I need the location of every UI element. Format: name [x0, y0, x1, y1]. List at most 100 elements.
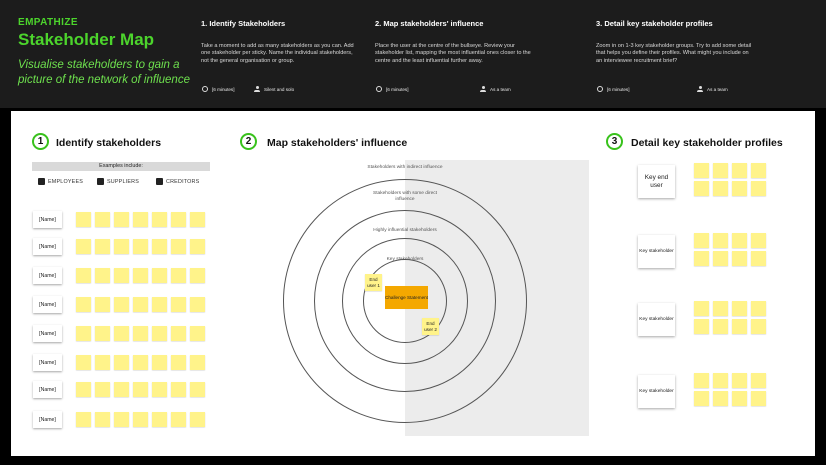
empty-sticky-note[interactable]: [713, 163, 728, 178]
stakeholder-name-card[interactable]: [Name]: [33, 325, 62, 342]
empty-sticky-note[interactable]: [751, 181, 766, 196]
empty-sticky-note[interactable]: [713, 319, 728, 334]
empty-sticky-note[interactable]: [95, 212, 110, 227]
empty-sticky-note[interactable]: [114, 239, 129, 254]
empty-sticky-note[interactable]: [190, 326, 205, 341]
empty-sticky-note[interactable]: [190, 412, 205, 427]
empty-sticky-note[interactable]: [152, 268, 167, 283]
profile-card[interactable]: Key stakeholder: [638, 375, 675, 408]
empty-sticky-note[interactable]: [732, 373, 747, 388]
empty-sticky-note[interactable]: [76, 382, 91, 397]
empty-sticky-note[interactable]: [152, 382, 167, 397]
stakeholder-name-card[interactable]: [Name]: [33, 267, 62, 284]
empty-sticky-note[interactable]: [152, 212, 167, 227]
empty-sticky-note[interactable]: [732, 233, 747, 248]
stakeholder-name-card[interactable]: [Name]: [33, 411, 62, 428]
empty-sticky-note[interactable]: [713, 233, 728, 248]
empty-sticky-note[interactable]: [713, 181, 728, 196]
empty-sticky-note[interactable]: [114, 297, 129, 312]
empty-sticky-note[interactable]: [114, 412, 129, 427]
empty-sticky-note[interactable]: [190, 382, 205, 397]
empty-sticky-note[interactable]: [133, 382, 148, 397]
empty-sticky-note[interactable]: [152, 326, 167, 341]
stakeholder-name-card[interactable]: [Name]: [33, 381, 62, 398]
empty-sticky-note[interactable]: [694, 163, 709, 178]
empty-sticky-note[interactable]: [95, 239, 110, 254]
empty-sticky-note[interactable]: [694, 181, 709, 196]
empty-sticky-note[interactable]: [95, 412, 110, 427]
empty-sticky-note[interactable]: [152, 297, 167, 312]
profile-card[interactable]: Key end user: [638, 165, 675, 198]
profile-card[interactable]: Key stakeholder: [638, 235, 675, 268]
empty-sticky-note[interactable]: [694, 373, 709, 388]
empty-sticky-note[interactable]: [751, 319, 766, 334]
empty-sticky-note[interactable]: [152, 412, 167, 427]
end-user-1-sticky[interactable]: End user 1: [365, 274, 382, 291]
empty-sticky-note[interactable]: [133, 268, 148, 283]
whiteboard[interactable]: 1 Identify stakeholders Examples include…: [11, 111, 815, 456]
empty-sticky-note[interactable]: [171, 412, 186, 427]
empty-sticky-note[interactable]: [713, 251, 728, 266]
empty-sticky-note[interactable]: [171, 382, 186, 397]
empty-sticky-note[interactable]: [133, 239, 148, 254]
empty-sticky-note[interactable]: [190, 268, 205, 283]
empty-sticky-note[interactable]: [171, 268, 186, 283]
empty-sticky-note[interactable]: [114, 355, 129, 370]
empty-sticky-note[interactable]: [190, 297, 205, 312]
empty-sticky-note[interactable]: [114, 326, 129, 341]
empty-sticky-note[interactable]: [76, 239, 91, 254]
empty-sticky-note[interactable]: [732, 301, 747, 316]
empty-sticky-note[interactable]: [694, 391, 709, 406]
empty-sticky-note[interactable]: [732, 163, 747, 178]
stakeholder-name-card[interactable]: [Name]: [33, 238, 62, 255]
empty-sticky-note[interactable]: [694, 251, 709, 266]
empty-sticky-note[interactable]: [76, 268, 91, 283]
empty-sticky-note[interactable]: [152, 239, 167, 254]
empty-sticky-note[interactable]: [171, 212, 186, 227]
empty-sticky-note[interactable]: [95, 268, 110, 283]
challenge-statement-sticky[interactable]: Challenge Statement: [385, 286, 428, 309]
empty-sticky-note[interactable]: [732, 251, 747, 266]
empty-sticky-note[interactable]: [114, 212, 129, 227]
empty-sticky-note[interactable]: [190, 355, 205, 370]
empty-sticky-note[interactable]: [751, 301, 766, 316]
empty-sticky-note[interactable]: [751, 251, 766, 266]
empty-sticky-note[interactable]: [190, 212, 205, 227]
empty-sticky-note[interactable]: [133, 412, 148, 427]
empty-sticky-note[interactable]: [171, 355, 186, 370]
empty-sticky-note[interactable]: [133, 212, 148, 227]
empty-sticky-note[interactable]: [95, 326, 110, 341]
empty-sticky-note[interactable]: [751, 391, 766, 406]
empty-sticky-note[interactable]: [133, 297, 148, 312]
empty-sticky-note[interactable]: [114, 382, 129, 397]
empty-sticky-note[interactable]: [751, 163, 766, 178]
empty-sticky-note[interactable]: [694, 319, 709, 334]
empty-sticky-note[interactable]: [76, 412, 91, 427]
empty-sticky-note[interactable]: [751, 233, 766, 248]
empty-sticky-note[interactable]: [713, 301, 728, 316]
empty-sticky-note[interactable]: [713, 373, 728, 388]
empty-sticky-note[interactable]: [171, 326, 186, 341]
empty-sticky-note[interactable]: [171, 239, 186, 254]
empty-sticky-note[interactable]: [171, 297, 186, 312]
empty-sticky-note[interactable]: [694, 301, 709, 316]
empty-sticky-note[interactable]: [732, 319, 747, 334]
profile-card[interactable]: Key stakeholder: [638, 303, 675, 336]
empty-sticky-note[interactable]: [95, 382, 110, 397]
empty-sticky-note[interactable]: [76, 355, 91, 370]
stakeholder-name-card[interactable]: [Name]: [33, 296, 62, 313]
empty-sticky-note[interactable]: [694, 233, 709, 248]
end-user-2-sticky[interactable]: End user 2: [422, 318, 439, 335]
empty-sticky-note[interactable]: [95, 297, 110, 312]
empty-sticky-note[interactable]: [114, 268, 129, 283]
stakeholder-name-card[interactable]: [Name]: [33, 354, 62, 371]
empty-sticky-note[interactable]: [133, 355, 148, 370]
empty-sticky-note[interactable]: [732, 181, 747, 196]
stakeholder-name-card[interactable]: [Name]: [33, 211, 62, 228]
empty-sticky-note[interactable]: [95, 355, 110, 370]
empty-sticky-note[interactable]: [751, 373, 766, 388]
empty-sticky-note[interactable]: [76, 212, 91, 227]
empty-sticky-note[interactable]: [732, 391, 747, 406]
empty-sticky-note[interactable]: [713, 391, 728, 406]
empty-sticky-note[interactable]: [133, 326, 148, 341]
